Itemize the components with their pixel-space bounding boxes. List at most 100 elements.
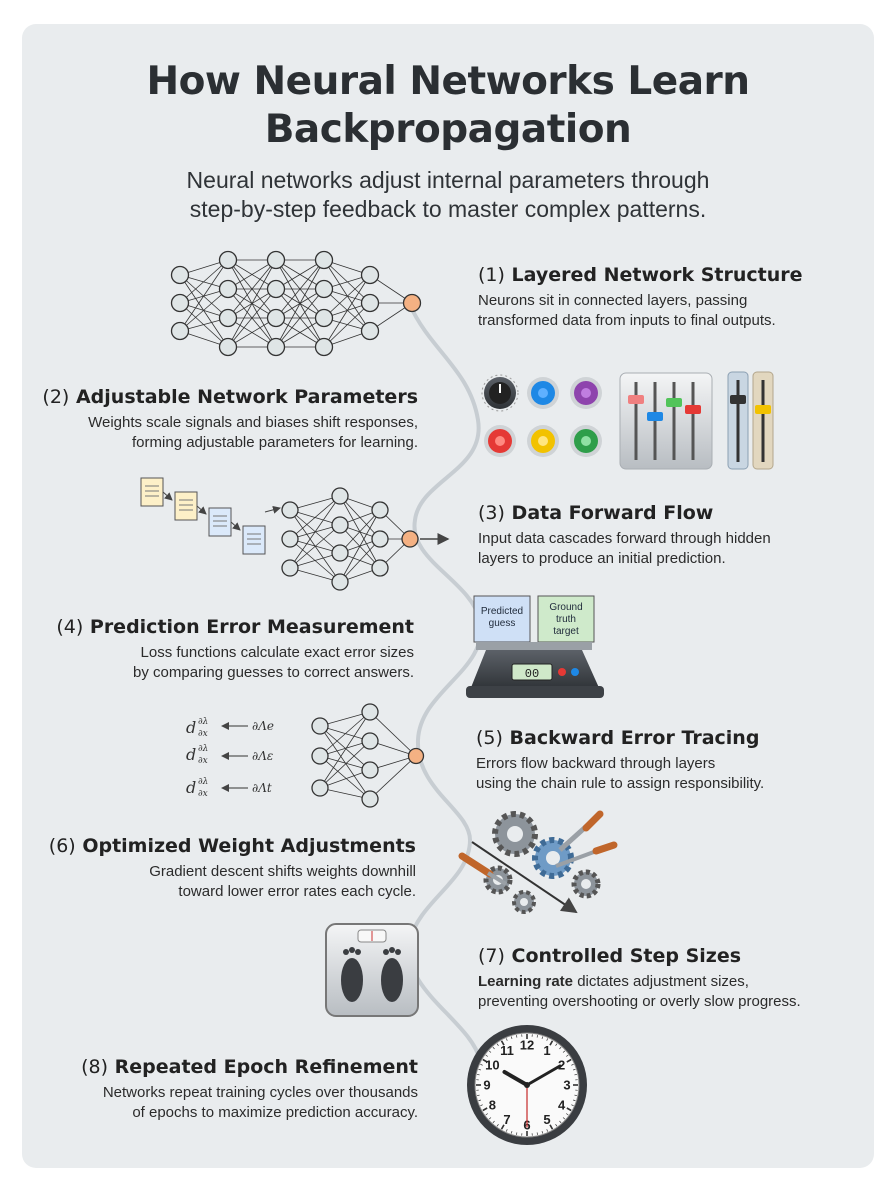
step-2-line-1: Weights scale signals and biases shift r… [88, 414, 418, 431]
step-8-title: Repeated Epoch Refinement [114, 1056, 418, 1078]
step-5: (5) Backward Error Tracing Errors flow b… [476, 726, 764, 794]
learning-rate-term: Learning rate [478, 973, 574, 990]
step-7-line-2: preventing overshooting or overly slow p… [478, 993, 801, 1010]
title-line-1: How Neural Networks Learn [146, 59, 750, 104]
step-6-description: Gradient descent shifts weights downhill… [49, 862, 416, 902]
step-8-line-2: of epochs to maximize prediction accurac… [132, 1104, 418, 1121]
neuron [331, 573, 349, 591]
predicted-label-1: Predicted [481, 606, 523, 617]
step-8-heading: (8) Repeated Epoch Refinement [81, 1055, 418, 1079]
neuron [281, 501, 299, 519]
step-1-description: Neurons sit in connected layers, passing… [478, 291, 803, 331]
neuron [361, 732, 379, 750]
step-2-line-2: forming adjustable parameters for learni… [132, 434, 418, 451]
neuron [218, 250, 238, 270]
predicted-label-2: guess [489, 618, 516, 629]
neuron [170, 293, 190, 313]
step-2-heading: (2) Adjustable Network Parameters [42, 385, 418, 409]
step-4-number: (4) [56, 616, 84, 638]
clock-number: 9 [483, 1078, 490, 1093]
neuron [331, 544, 349, 562]
step-3: (3) Data Forward Flow Input data cascade… [478, 501, 771, 569]
neuron [314, 308, 334, 328]
step-4-line-1: Loss functions calculate exact error siz… [140, 644, 414, 661]
scale-display: 00 [525, 667, 539, 681]
step-2-title: Adjustable Network Parameters [75, 386, 418, 408]
svg-text:d: d [186, 745, 196, 764]
step-1-heading: (1) Layered Network Structure [478, 263, 803, 287]
step-4-line-2: by comparing guesses to correct answers. [133, 664, 414, 681]
backward-network-icon [311, 703, 425, 808]
learning-path [407, 303, 483, 1062]
neuron [314, 250, 334, 270]
parameter-knobs-icon [481, 374, 602, 457]
neuron [331, 516, 349, 534]
svg-text:∂λ: ∂λ [198, 777, 208, 787]
neuron [314, 337, 334, 357]
neuron [281, 559, 299, 577]
truth-label-1: Ground [549, 602, 582, 613]
forward-network-icon [281, 487, 419, 591]
neuron [218, 308, 238, 328]
gradient-derivatives: d∂λ∂x d∂λ∂x d∂λ∂x ∂Λe ∂Λε ∂Λt [186, 717, 274, 799]
neuron [371, 530, 389, 548]
step-2-number: (2) [42, 386, 70, 408]
neuron [371, 559, 389, 577]
neuron [218, 279, 238, 299]
step-3-title: Data Forward Flow [511, 502, 714, 524]
step-8-description: Networks repeat training cycles over tho… [81, 1083, 418, 1123]
neuron [311, 717, 329, 735]
wall-clock-icon: 121234567891011 [467, 1025, 587, 1145]
svg-text:∂λ: ∂λ [198, 744, 208, 754]
step-6-title: Optimized Weight Adjustments [82, 835, 416, 857]
clock-number: 2 [558, 1058, 565, 1073]
step-3-line-1: Input data cascades forward through hidd… [478, 530, 771, 547]
step-5-number: (5) [476, 727, 503, 749]
step-3-description: Input data cascades forward through hidd… [478, 529, 771, 569]
step-5-title: Backward Error Tracing [509, 727, 760, 749]
step-8-number: (8) [81, 1056, 109, 1078]
step-2-description: Weights scale signals and biases shift r… [42, 413, 418, 453]
step-8-line-1: Networks repeat training cycles over tho… [102, 1084, 418, 1101]
gears-tools-icon [458, 810, 618, 914]
clock-number: 4 [558, 1098, 566, 1113]
output-neuron [401, 530, 419, 548]
output-neuron [402, 293, 422, 313]
svg-text:∂x: ∂x [198, 789, 208, 799]
neuron [361, 761, 379, 779]
svg-text:∂Λε: ∂Λε [252, 749, 273, 763]
neuron [266, 279, 286, 299]
loss-scale-icon: Predicted guess Ground truth target 00 [466, 595, 604, 698]
page-subtitle: Neural networks adjust internal paramete… [0, 166, 896, 224]
neuron [360, 321, 380, 341]
clock-number: 8 [489, 1098, 496, 1113]
step-7-heading: (7) Controlled Step Sizes [478, 944, 801, 968]
svg-text:d: d [186, 778, 196, 797]
truth-label-2: truth [556, 614, 576, 625]
neuron [170, 265, 190, 285]
parameter-sliders-icon [619, 371, 774, 470]
step-6-number: (6) [48, 835, 76, 857]
clock-number: 5 [543, 1112, 550, 1127]
neuron [361, 703, 379, 721]
subtitle-line-1: Neural networks adjust internal paramete… [186, 167, 710, 193]
step-1-line-1: Neurons sit in connected layers, passing [478, 292, 748, 309]
step-7: (7) Controlled Step Sizes Learning rate … [478, 944, 801, 1012]
input-documents-icon [140, 477, 281, 555]
svg-text:∂λ: ∂λ [198, 717, 208, 727]
neuron [266, 308, 286, 328]
svg-text:∂Λt: ∂Λt [252, 781, 272, 795]
svg-text:d: d [186, 718, 196, 737]
neuron [266, 250, 286, 270]
neuron [371, 501, 389, 519]
svg-text:∂x: ∂x [198, 756, 208, 766]
step-4-heading: (4) Prediction Error Measurement [56, 615, 414, 639]
step-6-heading: (6) Optimized Weight Adjustments [49, 834, 416, 858]
step-3-heading: (3) Data Forward Flow [478, 501, 771, 525]
neuron [170, 321, 190, 341]
neuron [218, 337, 238, 357]
layered-network-icon [170, 250, 422, 357]
footprint-scale-icon [325, 923, 419, 1017]
step-3-line-2: layers to produce an initial prediction. [478, 550, 726, 567]
